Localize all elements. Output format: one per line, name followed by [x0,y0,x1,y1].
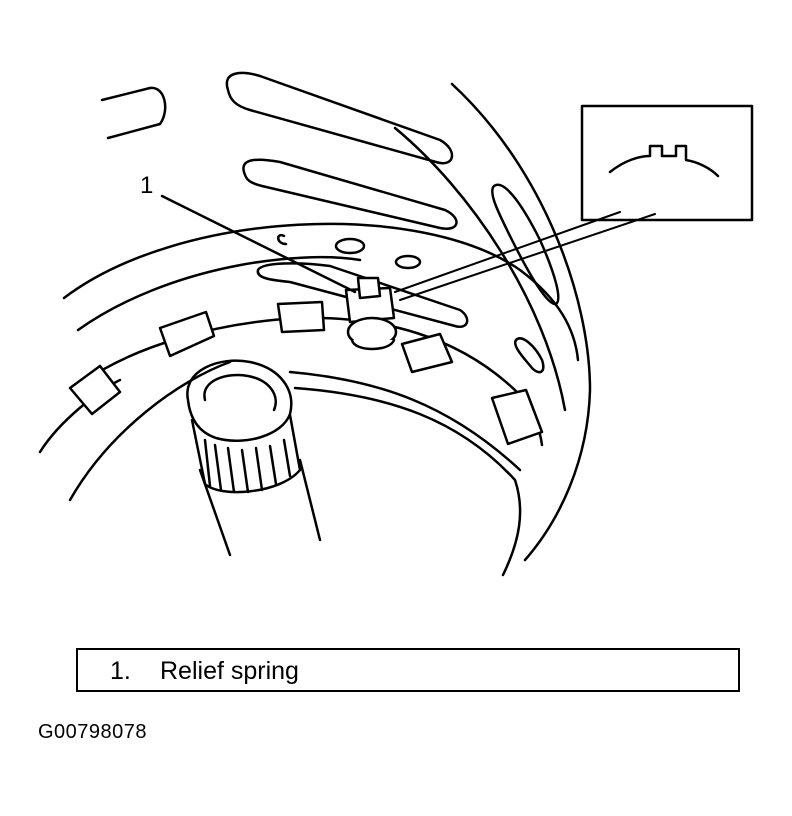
rim-holes [277,233,422,270]
legend-item: 1. Relief spring [110,657,299,686]
legend-item-label: Relief spring [160,657,299,685]
legend-box: 1. Relief spring [76,648,740,692]
callout-leader-line [160,194,357,294]
housing-outer-arcs [393,82,592,562]
callout-number: 1 [140,172,154,199]
input-shaft [186,359,322,557]
relief-spring [344,276,398,351]
figure-id: G00798078 [38,721,148,743]
drum-rim-arcs [38,222,580,577]
drum-slots [100,71,560,374]
detail-inset [394,104,754,301]
legend-item-number: 1. [110,657,131,685]
transmission-relief-spring-illustration [38,71,754,577]
snap-ring [70,316,544,447]
clutch-tabs [68,300,544,446]
